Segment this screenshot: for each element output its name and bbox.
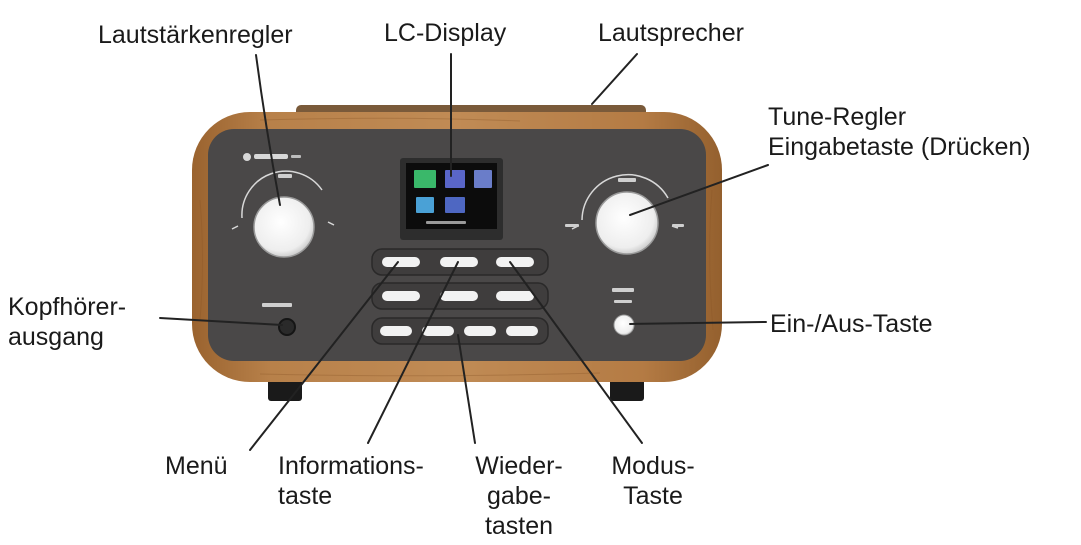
label-tune-control: Tune-Regler Eingabetaste (Drücken) [768, 103, 1031, 161]
headphone-leader [159, 317, 283, 326]
mode-leader [509, 261, 643, 444]
playback-button[interactable] [506, 326, 538, 336]
label-volume-control: Lautstärkenregler [98, 21, 293, 49]
tune-tick-label [565, 224, 579, 227]
preset-button[interactable] [496, 291, 534, 301]
power-button[interactable] [613, 314, 635, 336]
label-info-button: Informations- taste [278, 452, 424, 510]
volume-leader [255, 54, 281, 206]
preset-button[interactable] [440, 291, 478, 301]
power-leader [629, 321, 767, 325]
mode-button[interactable] [496, 257, 534, 267]
label-headphone-output: Kopfhörer- ausgang [8, 293, 127, 351]
info-leader [367, 261, 459, 444]
label-lc-display: LC-Display [384, 19, 507, 47]
volume-tick-label [278, 174, 292, 178]
label-power-button: Ein-/Aus-Taste [770, 310, 933, 338]
menu-button[interactable] [382, 257, 420, 267]
screen-tile [445, 170, 465, 188]
label-playback-buttons: Wieder- gabe- tasten [475, 452, 563, 540]
speaker-leader [591, 53, 638, 105]
screen-tile [414, 170, 436, 188]
wood-grain [199, 117, 714, 377]
button-row-bottom [371, 317, 549, 345]
power-tick-label [612, 288, 634, 292]
playback-button[interactable] [422, 326, 454, 336]
volume-scale [231, 170, 335, 230]
label-mode-button: Modus- Taste [611, 452, 695, 510]
button-row-middle [371, 282, 549, 310]
playback-leader [457, 334, 476, 444]
screen-status [426, 221, 466, 224]
playback-button[interactable] [464, 326, 496, 336]
menu-leader [249, 261, 399, 451]
device-logo-icon [243, 153, 301, 161]
leader-lines [159, 53, 769, 451]
headphone-jack[interactable] [278, 318, 296, 336]
tune-knob[interactable] [595, 191, 659, 255]
button-row-top [371, 248, 549, 276]
preset-button[interactable] [382, 291, 420, 301]
playback-button[interactable] [380, 326, 412, 336]
label-menu: Menü [165, 452, 228, 480]
headphone-tick-label [262, 303, 292, 307]
screen-tile [445, 197, 465, 213]
power-tick-label [614, 300, 632, 303]
front-panel [208, 129, 706, 361]
tune-tick-label [618, 178, 636, 182]
tune-leader [629, 164, 769, 216]
screen-tile [474, 170, 492, 188]
screen-tile [416, 197, 434, 213]
label-speaker: Lautsprecher [598, 19, 744, 47]
volume-knob[interactable] [253, 196, 315, 258]
tune-tick-label [672, 224, 684, 227]
